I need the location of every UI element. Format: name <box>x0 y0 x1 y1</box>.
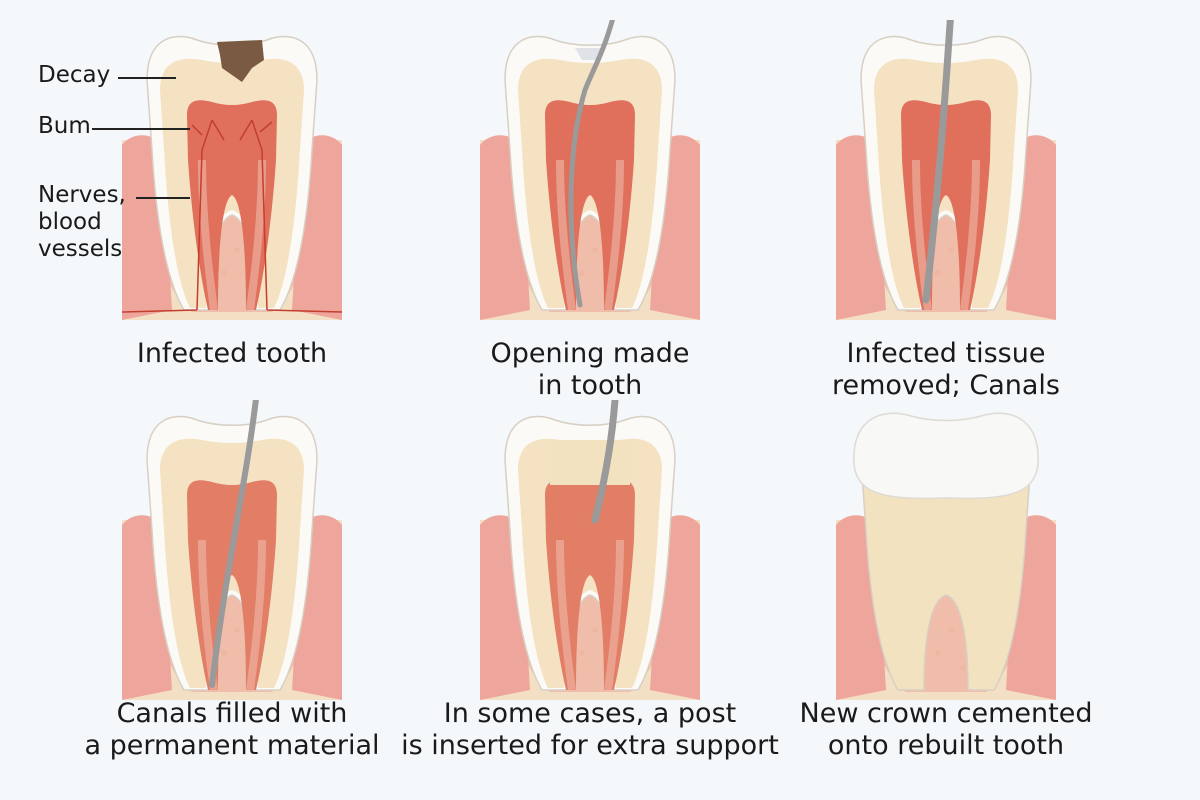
leader-line <box>136 197 190 199</box>
tooth-illustration <box>121 35 343 320</box>
endodontic-file-instrument <box>568 20 615 308</box>
caption-line: in tooth <box>537 370 643 401</box>
caption-line: New crown cemented <box>799 698 1093 729</box>
anatomy-label: Nerves, blood vessels <box>38 182 126 262</box>
leader-line <box>92 128 190 130</box>
tooth-illustration <box>836 412 1056 700</box>
caption-line: Infected tissue <box>846 338 1046 369</box>
caption-line: is inserted for extra support <box>401 730 779 761</box>
caption-line: onto rebuilt tooth <box>827 730 1065 761</box>
tooth-illustration <box>122 400 342 700</box>
nerves <box>121 119 343 313</box>
caption-line: Opening made <box>490 338 690 369</box>
caption-line: a permanent material <box>84 730 380 761</box>
endodontic-file-instrument <box>209 400 259 688</box>
tooth-illustration <box>480 400 700 700</box>
caption-line: removed; Canals <box>832 370 1060 401</box>
post-instrument <box>591 400 619 524</box>
step-panel-1: Infected tooth <box>102 20 362 400</box>
caption-line: Canals filled with <box>116 698 348 729</box>
anatomy-label: Bum <box>38 113 91 139</box>
leader-line <box>118 77 176 79</box>
caption-line: Infected tooth <box>136 338 328 369</box>
tooth-illustration <box>836 20 1056 320</box>
step-caption: Infected tooth <box>42 338 422 370</box>
endodontic-file-instrument <box>922 20 954 304</box>
anatomy-label: Decay <box>38 62 111 88</box>
decay <box>217 40 264 82</box>
tooth-illustration <box>480 20 700 320</box>
caption-line: In some cases, a post <box>443 698 737 729</box>
crown <box>853 412 1039 500</box>
